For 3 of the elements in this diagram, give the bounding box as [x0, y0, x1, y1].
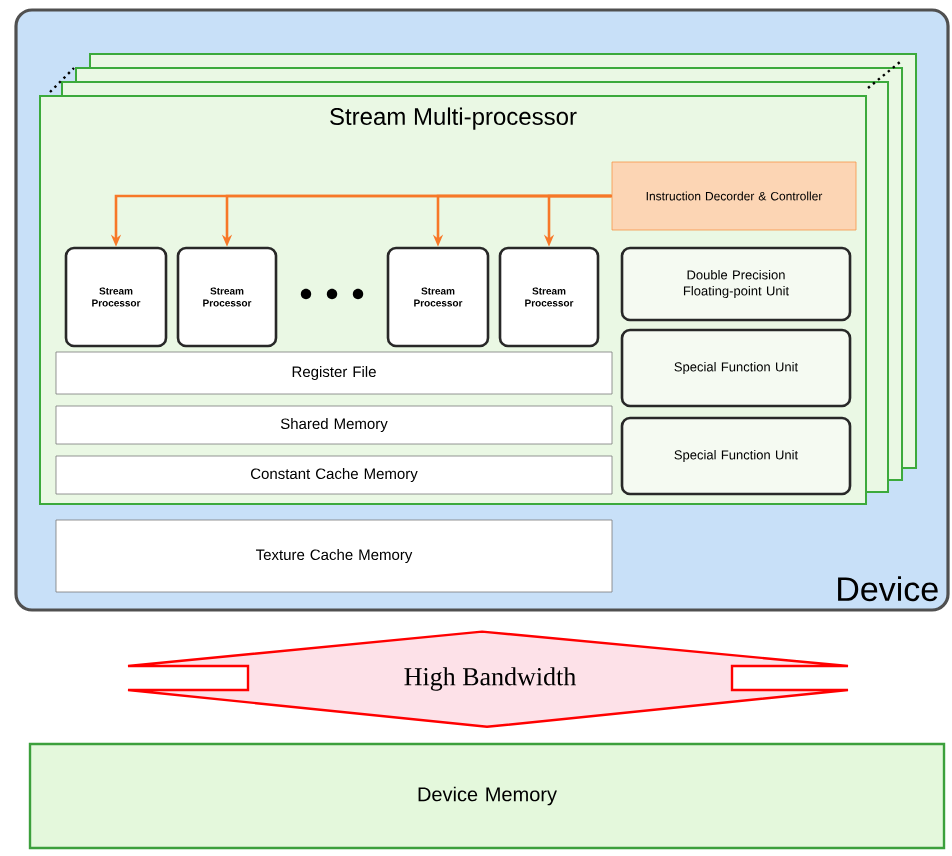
edge-label: High Bandwidth: [404, 667, 576, 691]
memory-box: Device Memory: [28, 742, 946, 850]
double-arrow: [126, 630, 850, 728]
